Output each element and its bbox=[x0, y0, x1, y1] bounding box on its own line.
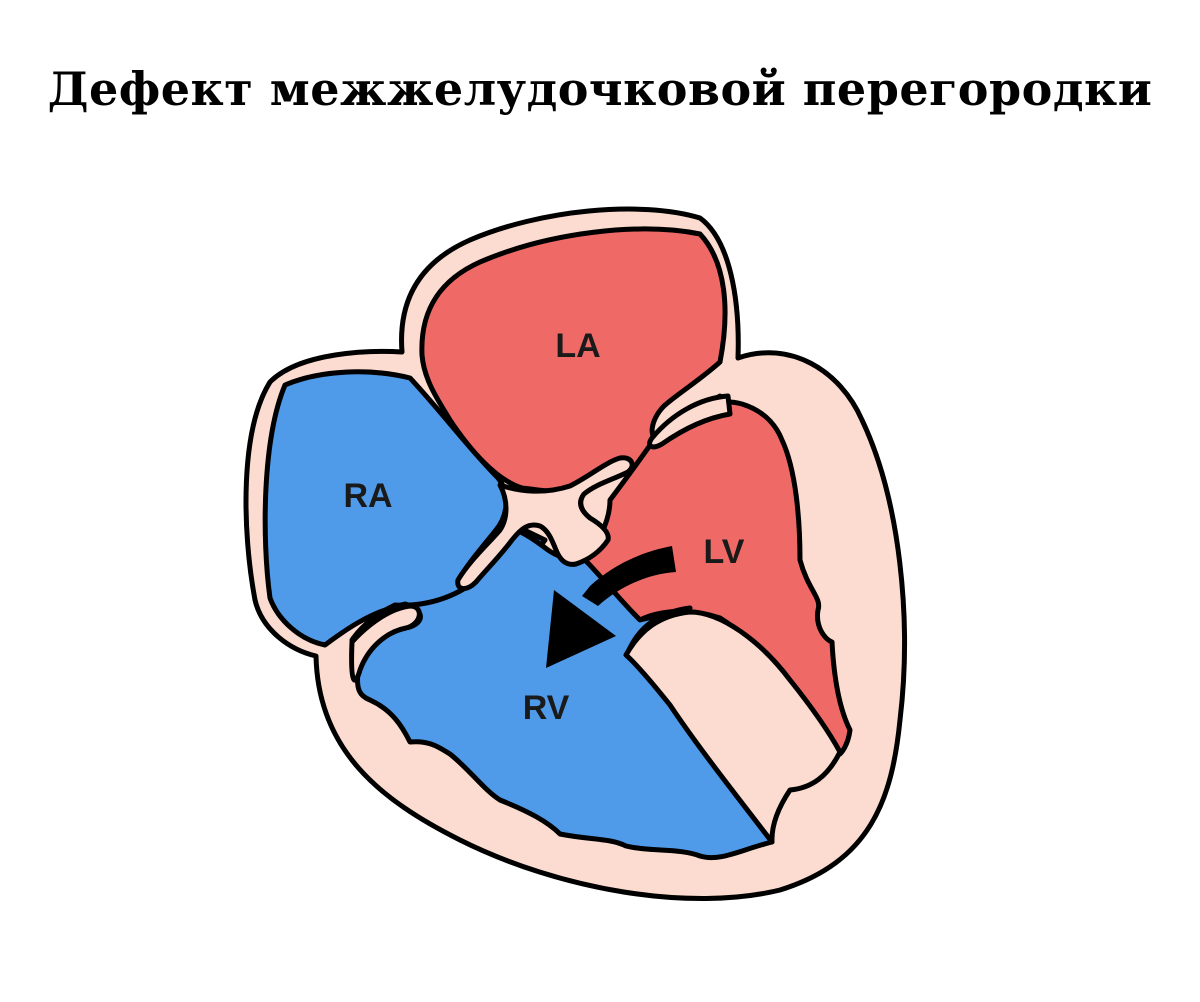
label-left-atrium: LA bbox=[555, 327, 600, 365]
interventricular-septum bbox=[623, 609, 843, 845]
septal-junction bbox=[455, 455, 635, 591]
label-right-atrium: RA bbox=[343, 477, 392, 515]
tricuspid-valve-leaflet bbox=[349, 603, 422, 683]
mitral-valve-leaflet bbox=[647, 393, 733, 450]
page-title: Дефект межжелудочковой перегородки bbox=[47, 62, 1153, 116]
right-ventricle bbox=[349, 525, 775, 861]
shunt-arrow-icon bbox=[546, 546, 676, 668]
shunt-arrow-head bbox=[546, 590, 616, 668]
label-left-ventricle: LV bbox=[704, 533, 745, 571]
shunt-arrow-shaft bbox=[582, 546, 676, 606]
label-right-ventricle: RV bbox=[523, 689, 570, 727]
